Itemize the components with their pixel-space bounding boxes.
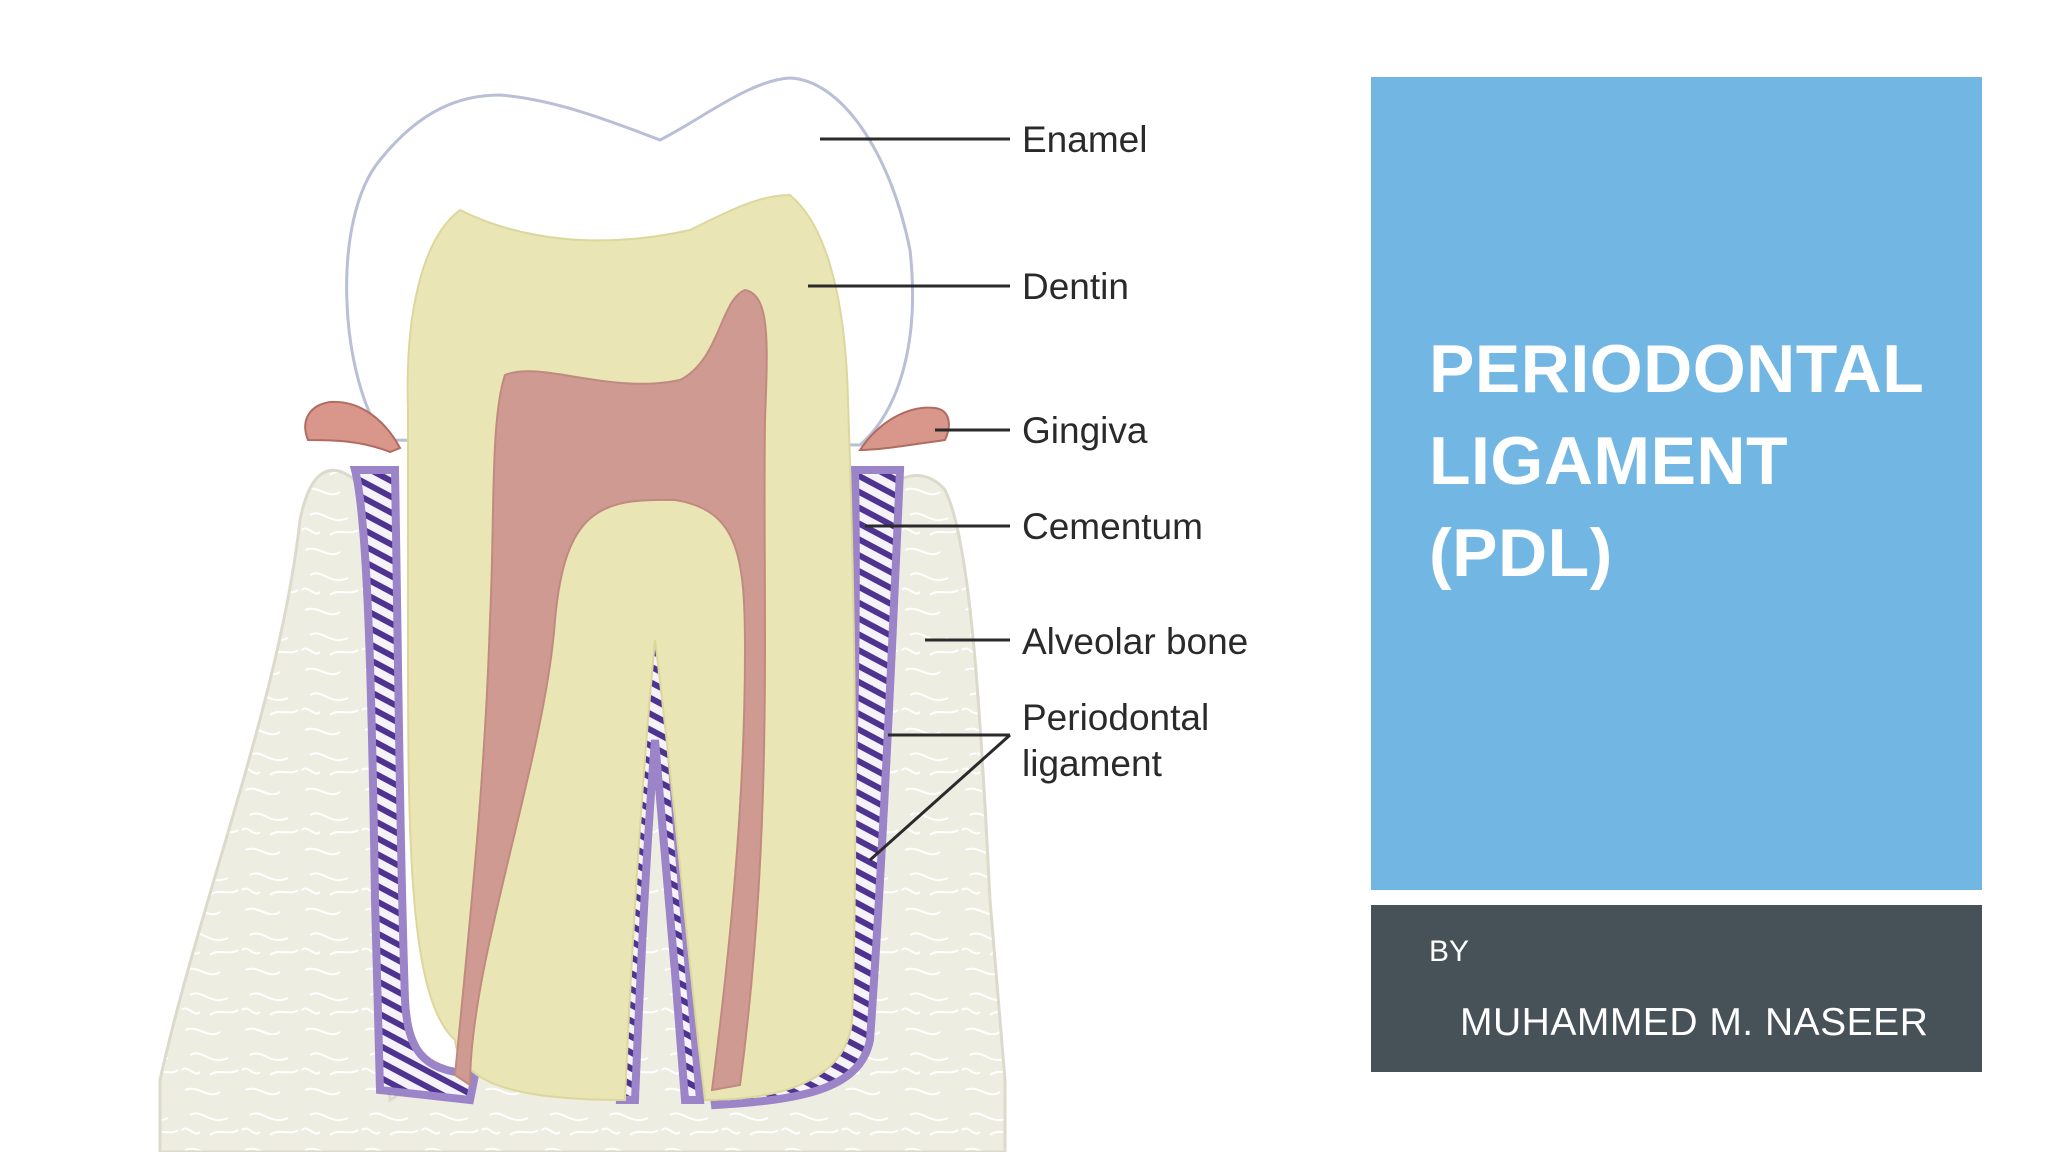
by-label: BY	[1429, 935, 1470, 968]
gingiva-left	[304, 400, 402, 454]
title-line-2: LIGAMENT	[1429, 423, 1789, 499]
label-cementum: Cementum	[1022, 506, 1203, 547]
label-enamel: Enamel	[1022, 119, 1147, 160]
label-periodontal-ligament-2: ligament	[1022, 743, 1163, 784]
title-line-3: (PDL)	[1429, 515, 1613, 591]
pdl-left	[349, 466, 480, 1105]
leader-lines	[808, 137, 1011, 862]
label-dentin: Dentin	[1022, 266, 1129, 307]
author-name: MUHAMMED M. NASEER	[1460, 1001, 1929, 1044]
label-alveolar-bone: Alveolar bone	[1022, 621, 1248, 662]
label-gingiva: Gingiva	[1022, 410, 1148, 451]
slide-title: PERIODONTAL LIGAMENT (PDL)	[1429, 323, 1969, 599]
title-panel: PERIODONTAL LIGAMENT (PDL)	[1371, 77, 1982, 890]
title-line-1: PERIODONTAL	[1429, 331, 1925, 407]
tooth-diagram: Enamel Dentin Gingiva Cementum Alveolar …	[158, 76, 1248, 1152]
author-panel: BY MUHAMMED M. NASEER	[1371, 905, 1982, 1072]
gingiva-right	[858, 406, 950, 452]
pulp	[453, 288, 768, 1092]
label-periodontal-ligament-1: Periodontal	[1022, 697, 1209, 738]
